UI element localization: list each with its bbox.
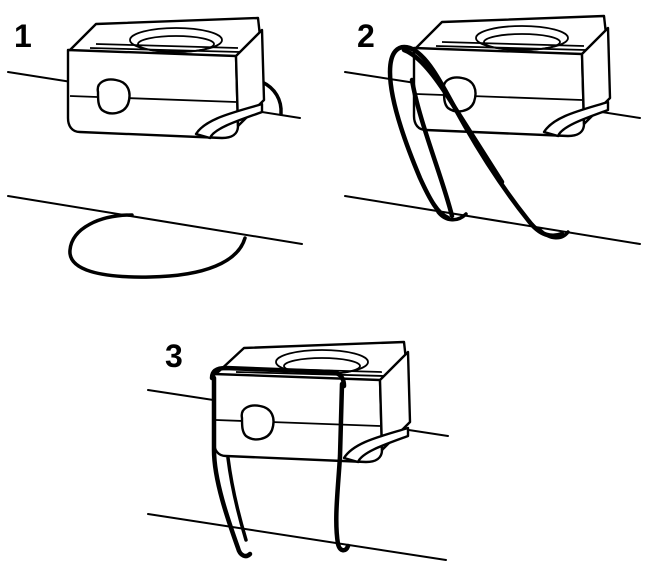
step-3-strap-back [226, 456, 248, 542]
step-2-lower-bar [344, 195, 641, 245]
step-1-illustration [7, 16, 303, 279]
step-1-rubber-strap-loop [68, 213, 247, 279]
step-3-illustration [147, 340, 449, 561]
step-3-button-icon [240, 404, 275, 441]
step-2-illustration [344, 14, 641, 245]
step-3-rubber-strap-left [211, 375, 253, 559]
step-3-rubber-strap-top [209, 365, 347, 389]
step-2-rubber-strap-front [401, 47, 505, 185]
step-3-number: 3 [165, 338, 183, 374]
step-3-rubber-strap-right [334, 381, 351, 553]
step-3-bike-computer [212, 340, 412, 464]
step-2-strap-end-right [538, 228, 570, 240]
step-1-lower-bar [7, 195, 303, 245]
step-2-bike-computer [412, 14, 612, 138]
step-2-strap-end-left [436, 210, 468, 222]
step-3-lower-bar [147, 513, 447, 561]
step-1-bike-computer [66, 16, 266, 140]
step-1-rubber-strap-end [260, 80, 283, 116]
step-1-button-icon [96, 78, 131, 115]
step-1-number: 1 [14, 18, 32, 54]
step-2-rubber-strap [387, 44, 565, 238]
step-2-rubber-strap-inner [409, 77, 455, 219]
step-2-number: 2 [357, 18, 375, 54]
